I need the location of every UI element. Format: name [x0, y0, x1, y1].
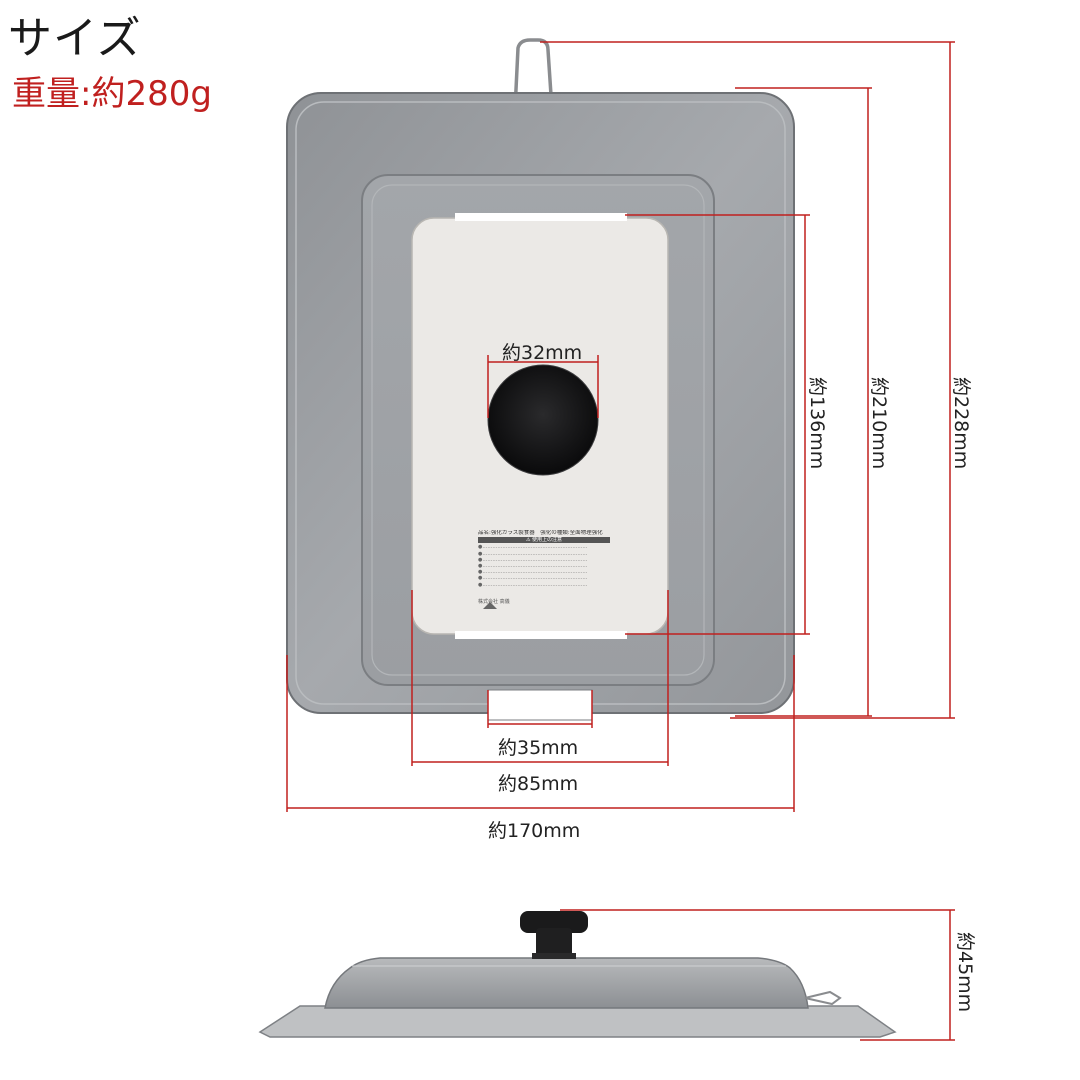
dim-total-width-label: 約170mm: [488, 820, 581, 842]
dim-notch-label: 約35mm: [498, 737, 579, 759]
weight-spec: 重量:約280g: [12, 74, 212, 114]
side-flange: [258, 1005, 897, 1038]
dim-hole-label: 約32mm: [502, 342, 583, 364]
wire-handle: [513, 38, 554, 111]
top-view: [286, 38, 795, 721]
dim-inner-height-label: 約210mm: [868, 377, 890, 470]
page-title: サイズ: [8, 13, 142, 64]
dim-window-width-label: 約85mm: [498, 773, 579, 795]
sticker-title: 品名:強化ガラス製食器 強化の種類:全面物理強化: [478, 530, 603, 536]
dim-thickness-label: 約45mm: [954, 932, 976, 1013]
knob-hole: [488, 365, 598, 475]
dim-window-height-label: 約136mm: [806, 377, 828, 470]
side-view: [258, 911, 897, 1038]
label-sticker: 品名:強化ガラス製食器 強化の種類:全面物理強化 ⚠ 使用上の注意 ●………………: [478, 530, 610, 606]
dim-total-height-label: 約228mm: [950, 377, 972, 470]
knob: [520, 911, 588, 959]
handle-notch: [487, 689, 593, 721]
sticker-heading: ⚠ 使用上の注意: [478, 537, 610, 544]
side-dome: [324, 957, 809, 1009]
dimension-lines: [286, 41, 955, 1041]
sticker-maker: 株式会社 高儀: [478, 599, 510, 606]
sticker-body: ●……………………………………………………… ●……………………………………………: [478, 544, 588, 588]
